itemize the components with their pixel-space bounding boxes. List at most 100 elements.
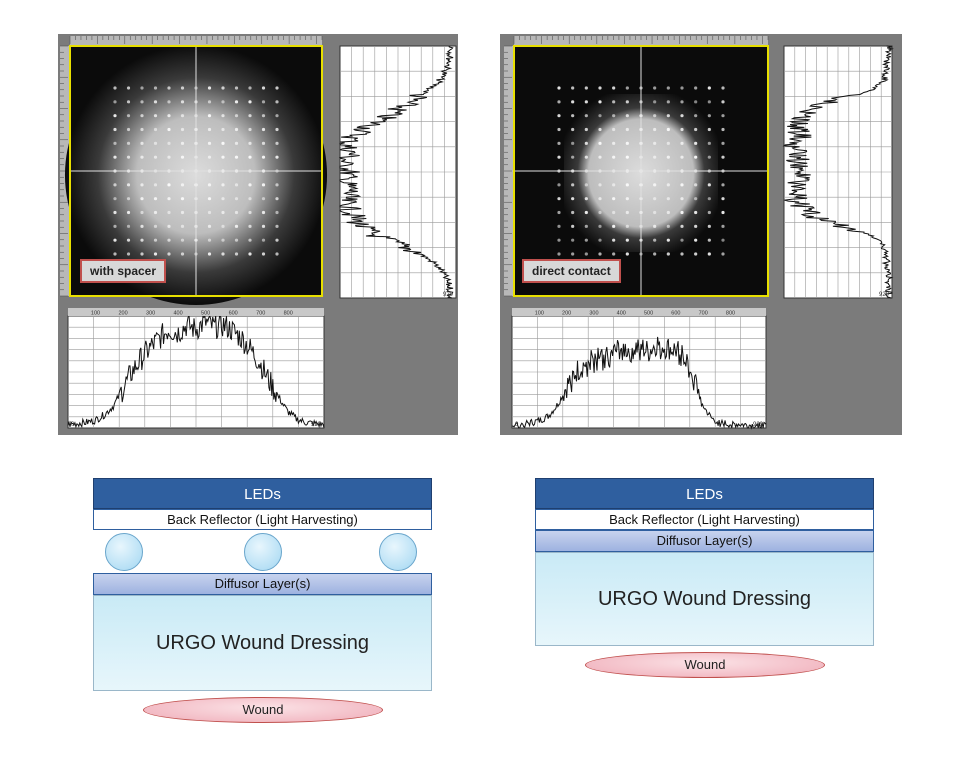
leds-layer: LEDs [93, 478, 432, 509]
speckle-dot [680, 155, 684, 159]
speckle-dot [721, 210, 725, 215]
speckle-dot [612, 86, 616, 90]
speckle-dot [207, 224, 212, 228]
speckle-dot [113, 155, 117, 159]
speckle-dot [653, 238, 657, 242]
profile-end-label: 929 [443, 292, 454, 298]
speckle-dot [126, 224, 131, 228]
speckle-dot [167, 224, 171, 228]
speckle-dot [571, 100, 575, 104]
speckle-dot [707, 141, 711, 145]
speckle-dot [140, 86, 144, 90]
diffusor-layer: Diffusor Layer(s) [535, 530, 874, 552]
speckle-dot [571, 183, 575, 187]
scale-label: 700 [699, 311, 708, 317]
speckle-dot [666, 86, 670, 90]
speckle-dot [140, 210, 144, 215]
speckle-dot [666, 224, 670, 228]
speckle-dot [167, 210, 171, 215]
speckle-dot [248, 114, 252, 118]
vertical-profile-line [338, 45, 454, 299]
speckle-dot [721, 224, 725, 228]
scale-bar [68, 308, 324, 316]
speckle-dot [275, 86, 279, 90]
speckle-dot [275, 197, 279, 201]
speckle-dot [248, 210, 252, 215]
speckle-dot [680, 86, 684, 90]
scale-label: 500 [644, 311, 653, 317]
speckle-dot [113, 114, 117, 118]
speckle-dot [167, 86, 171, 90]
back-reflector-layer: Back Reflector (Light Harvesting) [535, 509, 874, 530]
speckle-dot [694, 183, 698, 187]
speckle-dot [653, 114, 657, 118]
speckle-dot [584, 183, 588, 187]
profile-start-label: 0 [515, 422, 519, 428]
speckle-dot [180, 210, 185, 215]
speckle-dot [207, 183, 212, 187]
wound-ellipse: Wound [585, 652, 825, 678]
speckle-dot [557, 141, 561, 145]
speckle-dot [625, 197, 629, 201]
speckle-dot [557, 100, 561, 104]
speckle-dot [167, 183, 171, 187]
speckle-dot [653, 252, 657, 256]
speckle-dot [207, 86, 212, 90]
speckle-dot [221, 224, 225, 228]
speckle-dot [666, 210, 670, 215]
speckle-dot [584, 197, 588, 201]
speckle-dot [598, 224, 602, 228]
speckle-dot [666, 252, 670, 256]
speckle-dot [167, 141, 171, 145]
speckle-dot [680, 127, 684, 132]
speckle-dot [248, 238, 252, 242]
speckle-dot [221, 127, 225, 132]
vertical-profile-line [782, 45, 894, 299]
profile-end-label: 929 [311, 422, 322, 428]
speckle-dot [571, 197, 575, 201]
speckle-dot [180, 183, 185, 187]
speckle-dot [275, 100, 279, 104]
speckle-dot [571, 114, 575, 118]
speckle-dot [167, 252, 171, 256]
wound-dressing-layer: URGO Wound Dressing [535, 552, 874, 646]
speckle-dot [612, 183, 616, 187]
wound-dressing-layer: URGO Wound Dressing [93, 595, 432, 691]
speckle-dot [557, 114, 561, 118]
speckle-dot [167, 238, 171, 242]
speckle-dot [694, 141, 698, 145]
scale-label: 600 [671, 311, 680, 317]
speckle-dot [126, 252, 131, 256]
speckle-dot [126, 141, 131, 145]
speckle-dot [571, 155, 575, 159]
speckle-dot [653, 210, 657, 215]
speckle-dot [571, 86, 575, 90]
speckle-dot [275, 155, 279, 159]
ruler-bar [70, 36, 322, 46]
scale-label: 600 [229, 311, 238, 317]
speckle-dot [557, 155, 561, 159]
speckle-dot [180, 100, 185, 104]
speckle-dot [248, 86, 252, 90]
speckle-dot [612, 155, 616, 159]
speckle-dot [167, 114, 171, 118]
speckle-dot [612, 197, 616, 201]
speckle-dot [557, 238, 561, 242]
speckle-dot [153, 114, 158, 118]
speckle-dot [694, 210, 698, 215]
speckle-dot [625, 210, 629, 215]
speckle-dot [221, 252, 225, 256]
speckle-dot [180, 238, 185, 242]
speckle-dot [625, 238, 629, 242]
image-frame [513, 45, 769, 297]
scale-label: 300 [146, 311, 155, 317]
speckle-dot [207, 141, 212, 145]
speckle-dot [140, 183, 144, 187]
speckle-dot [113, 197, 117, 201]
speckle-dot [653, 127, 657, 132]
speckle-dot [584, 224, 588, 228]
